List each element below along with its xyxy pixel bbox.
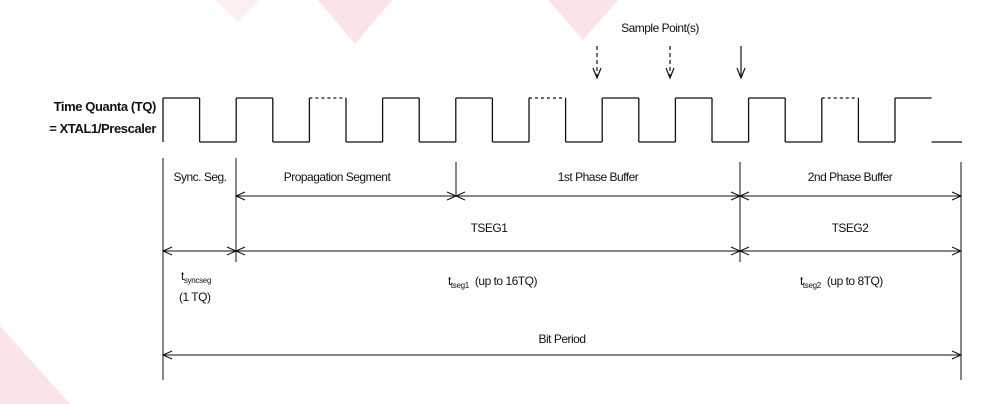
propagation-segment-label: Propagation Segment (284, 170, 392, 184)
tseg2-label: TSEG2 (832, 221, 870, 235)
t-syncseg-note: (1 TQ) (179, 290, 211, 304)
segment-boundaries (162, 158, 962, 380)
arrow-head-left (234, 246, 246, 256)
tseg-arrows (161, 246, 963, 256)
sample-arrow-head (665, 67, 675, 80)
t-syncseg-label: tsyncseg (181, 269, 211, 285)
phase2-buffer-label: 2nd Phase Buffer (808, 170, 893, 184)
arrow-head-left (454, 191, 466, 201)
t-tseg2-label: ttseg2(up to 8TQ) (800, 274, 883, 290)
arrow-head-right (951, 191, 963, 201)
sync-seg-label: Sync. Seg. (173, 170, 226, 184)
t-tseg1-label: ttseg1(up to 16TQ) (448, 274, 537, 290)
sample-points-label: Sample Point(s) (621, 21, 699, 35)
time-quanta-label: Time Quanta (TQ) (54, 99, 156, 114)
sample-arrow-head (592, 67, 602, 80)
sample-point-arrows (592, 46, 746, 80)
arrow-head-left (161, 350, 173, 360)
bit-period-label: Bit Period (538, 332, 585, 346)
arrow-head-right (951, 350, 963, 360)
sample-arrow-head (736, 67, 746, 80)
tq-waveform (162, 97, 962, 143)
bit-period-arrow (161, 350, 963, 360)
watermark (0, 0, 618, 404)
phase1-buffer-label: 1st Phase Buffer (558, 170, 639, 184)
arrow-head-left (161, 246, 173, 256)
arrow-head-left (738, 246, 750, 256)
prescaler-label: = XTAL1/Prescaler (49, 121, 156, 136)
arrow-head-left (738, 191, 750, 201)
tseg1-label: TSEG1 (471, 221, 509, 235)
segment-arrows (234, 191, 963, 201)
arrow-head-right (951, 246, 963, 256)
arrow-head-left (234, 191, 246, 201)
